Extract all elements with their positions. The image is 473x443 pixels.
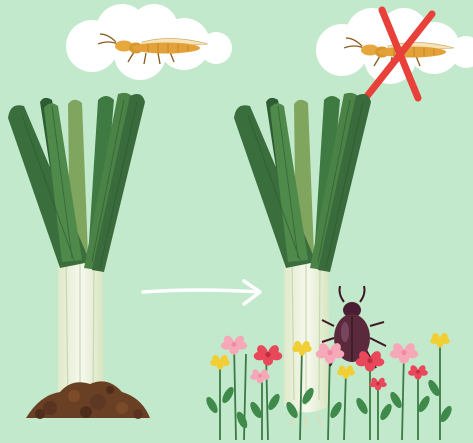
illustration — [0, 0, 473, 443]
